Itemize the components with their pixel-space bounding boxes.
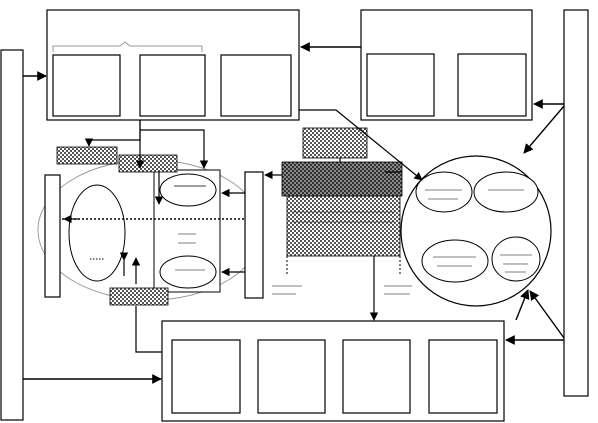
left-cluster-right-bar [244, 171, 264, 299]
left-side-bar [0, 49, 24, 421]
hatched-tag-1 [56, 146, 118, 165]
arrow-top-left-to-tag1 [84, 120, 141, 147]
arrow-bottom-to-circle [515, 289, 530, 321]
hatched-tag-2 [118, 154, 178, 173]
top-right-inner-box-2 [457, 53, 527, 117]
bottom-inner-box-4 [428, 339, 498, 414]
left-cluster-tall-ellipse [68, 184, 126, 282]
top-left-inner-box-2 [139, 54, 206, 117]
top-right-inner-box-1 [366, 53, 435, 117]
right-cluster-ellipse-3 [421, 239, 489, 283]
arrow-right-bar-to-circle-lower [529, 290, 565, 339]
arrow-right-bar-to-circle [523, 105, 565, 154]
central-dark-header [281, 161, 403, 197]
hatched-tag-3 [109, 287, 169, 306]
right-side-bar [563, 9, 589, 397]
hatched-tag-4 [302, 127, 368, 159]
arrow-top-to-circle [299, 109, 423, 181]
top-left-brace [52, 41, 203, 52]
bottom-inner-box-2 [257, 339, 326, 414]
arrow-bottom-to-tag3 [135, 306, 162, 353]
top-left-inner-box-1 [52, 54, 121, 117]
left-cluster-outer-bar [44, 174, 61, 298]
bottom-inner-box-3 [342, 339, 411, 414]
right-cluster-ellipse-1 [415, 171, 473, 213]
central-hatched-block [286, 195, 401, 257]
left-cluster-lower-ellipse [159, 255, 217, 289]
top-left-inner-box-3 [220, 54, 292, 117]
right-cluster-ellipse-4 [491, 236, 541, 282]
right-cluster-ellipse-2 [473, 171, 539, 213]
arrow-top-left-down [140, 129, 209, 169]
left-cluster-upper-ellipse [159, 173, 217, 207]
bottom-inner-box-1 [171, 339, 241, 414]
